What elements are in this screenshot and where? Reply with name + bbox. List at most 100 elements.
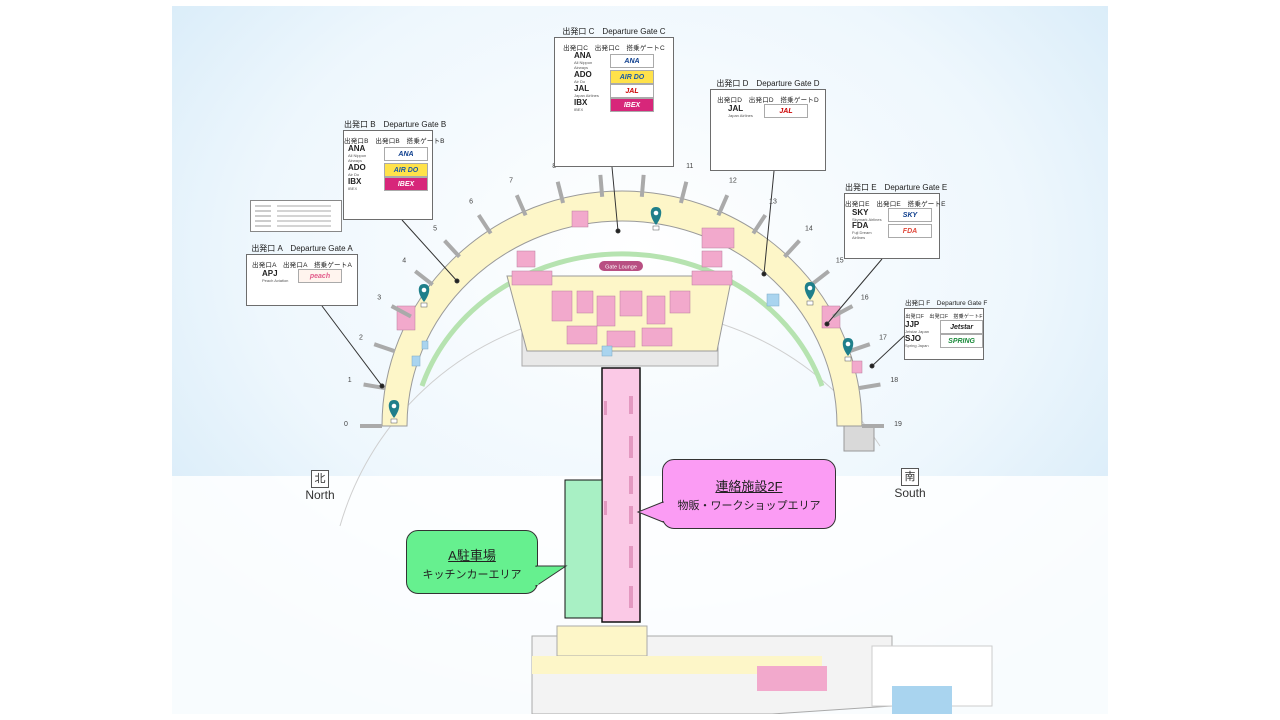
- gate-box-b: 出発口 B Departure Gate B 出発口B 出発口B 搭乗ゲートB …: [343, 120, 446, 220]
- boarding-bridge-16: [832, 304, 854, 319]
- gate-number-15: 15: [836, 258, 844, 265]
- gate-number-17: 17: [879, 335, 887, 342]
- airline-name: Jetstar Japan: [905, 328, 930, 334]
- gate-leader-line: [321, 305, 383, 387]
- boarding-bridge-17: [848, 342, 871, 354]
- callout-parking-line2: キッチンカーエリア: [422, 569, 522, 581]
- boarding-bridge-5: [443, 239, 461, 259]
- hub-sign-label: Gate Lounge: [605, 265, 637, 271]
- location-pin-icon: [842, 338, 854, 362]
- airline-logo-ana: ANA: [384, 147, 428, 161]
- gate-a-title: 出発口 A Departure Gate A: [251, 244, 353, 253]
- main-terminal-hall: [556, 625, 648, 657]
- location-pin-icon: [418, 284, 430, 308]
- gate-number-13: 13: [769, 198, 777, 205]
- boarding-bridge-18: [858, 382, 881, 391]
- gate-marker-dot: [824, 321, 830, 327]
- callout-connecting-line1: 連絡施設2F: [715, 479, 783, 494]
- south-en: South: [894, 486, 926, 500]
- leader-layer: [321, 166, 905, 389]
- airline-logo-apj: peach: [298, 269, 342, 283]
- corridor-shops: [604, 396, 633, 608]
- gate-e-sub: 出発口E 出発口E 搭乗ゲートE: [845, 201, 946, 208]
- gate-c-sub: 出発口C 出発口C 搭乗ゲートC: [563, 45, 665, 52]
- gate-number-6: 6: [469, 198, 473, 205]
- callout-parking-pointer: [535, 565, 568, 587]
- airline-name: All Nippon Airways: [348, 153, 367, 163]
- gate-box-a: 出発口 A Departure Gate A 出発口A 出発口A 搭乗ゲートA …: [246, 244, 358, 306]
- gate-number-2: 2: [359, 335, 363, 342]
- boarding-bridge-8: [555, 181, 566, 204]
- south-label: 南 South: [890, 468, 930, 500]
- gate-number-12: 12: [729, 177, 737, 184]
- airline-logo-ana: ANA: [610, 54, 654, 68]
- gate-marker-dot: [379, 383, 385, 389]
- airline-logo-jjp: Jetstar: [940, 320, 983, 334]
- gate-marker-dot: [869, 363, 875, 369]
- gate-leader-line: [871, 335, 905, 367]
- gate-f-title: 出発口 F Departure Gate F: [905, 300, 988, 307]
- gate-number-1: 1: [348, 377, 352, 384]
- boarding-bridge-12: [716, 194, 730, 217]
- callout-connecting-line2: 物販・ワークショップエリア: [677, 500, 821, 512]
- gate-c-title: 出発口 C Departure Gate C: [562, 27, 666, 36]
- gate-number-7: 7: [509, 177, 513, 184]
- boarding-bridge-10: [639, 174, 646, 197]
- airline-name: All Nippon Airways: [574, 60, 593, 70]
- north-kanji: 北: [311, 470, 329, 488]
- airline-name: Spring Japan: [905, 342, 929, 348]
- callout-parking: A駐車場 キッチンカーエリア: [406, 530, 538, 594]
- main-terminal-walkway: [532, 656, 822, 674]
- gate-number-19: 19: [894, 421, 902, 428]
- south-kanji: 南: [901, 468, 919, 486]
- gate-leader-line: [826, 258, 883, 325]
- location-pin-icon: [650, 207, 662, 231]
- gate-number-11: 11: [686, 163, 693, 170]
- gate-box-f: 出発口 F Departure Gate F 出発口F 出発口F 搭乗ゲートF …: [904, 300, 987, 360]
- airline-logo-ibx: IBEX: [384, 177, 428, 191]
- airline-logo-jal: JAL: [764, 104, 808, 118]
- hub-sign: [599, 261, 643, 271]
- airline-logo-sky: SKY: [888, 208, 932, 222]
- callout-connecting-pointer: [636, 501, 665, 523]
- hub-shops: [396, 210, 863, 374]
- boarding-bridge-15: [810, 269, 830, 287]
- parking-area: [564, 479, 603, 619]
- south-annex: [843, 425, 875, 452]
- gate-number-layer: 012345678910111213141516171819: [344, 156, 902, 428]
- gate-number-5: 5: [433, 225, 437, 232]
- gate-leader-line: [401, 219, 458, 282]
- gate-f-sub: 出発口F 出発口F 搭乗ゲートF: [905, 314, 983, 320]
- airline-logo-ado: AIR DO: [384, 163, 428, 177]
- airline-logo-ado: AIR DO: [610, 70, 654, 84]
- gate-marker-dot: [761, 271, 767, 277]
- boarding-bridge-6: [477, 213, 493, 235]
- callout-connecting-facility: 連絡施設2F 物販・ワークショップエリア: [662, 459, 836, 529]
- boarding-bridge-14: [783, 239, 801, 259]
- gate-leader-line: [763, 170, 775, 275]
- airline-name: Fuji Dream Airlines: [852, 230, 872, 240]
- main-terminal-shop: [757, 666, 827, 691]
- airline-logo-jal: JAL: [610, 84, 654, 98]
- gate-e-title: 出発口 E Departure Gate E: [845, 183, 948, 192]
- gate-b-title: 出発口 B Departure Gate B: [344, 120, 447, 129]
